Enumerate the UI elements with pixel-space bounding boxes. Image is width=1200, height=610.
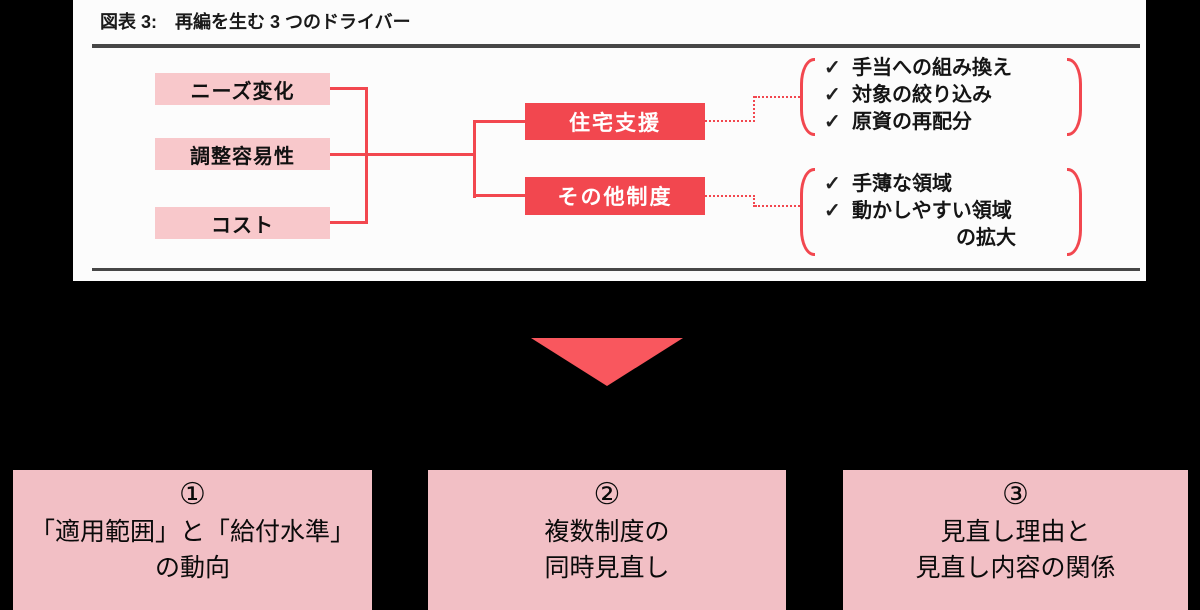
figure-title: 図表 3: 再編を生む 3 つのドライバー <box>100 12 411 32</box>
dotted-connector <box>755 205 800 207</box>
checklist-housing-support: ✓ 手当への組み換え ✓ 対象の絞り込み ✓ 原資の再配分 <box>800 55 1082 139</box>
check-icon: ✓ <box>824 173 841 195</box>
branch-label: 住宅支援 <box>569 111 661 135</box>
down-arrow-icon <box>531 338 683 386</box>
conclusion-text: 「適用範囲」と「給付水準」 <box>29 518 355 546</box>
checklist-item-label: 動かしやすい領域 <box>852 200 1012 222</box>
conclusion-text: 見直し内容の関係 <box>915 554 1116 582</box>
checklist-item: ✓ 原資の再配分 <box>824 109 1062 136</box>
conclusion-box-3: ③ 見直し理由と 見直し内容の関係 <box>843 470 1188 610</box>
connector-line <box>473 120 527 123</box>
check-icon: ✓ <box>824 57 841 79</box>
check-icon: ✓ <box>824 200 841 222</box>
conclusion-text: の動向 <box>154 554 230 582</box>
conclusion-text: 見直し理由と <box>940 518 1091 546</box>
conclusion-number: ② <box>593 478 621 511</box>
driver-box-cost: コスト <box>155 207 330 239</box>
checklist-item: ✓ 対象の絞り込み <box>824 82 1062 109</box>
check-icon: ✓ <box>824 111 841 133</box>
check-icon: ✓ <box>824 84 841 106</box>
driver-label: ニーズ変化 <box>190 80 295 103</box>
checklist-item-label: 手薄な領域 <box>852 173 952 195</box>
conclusion-text: 同時見直し <box>544 554 670 582</box>
right-bracket <box>1067 168 1082 256</box>
connector-line <box>473 194 527 197</box>
checklist-item-label: 対象の絞り込み <box>852 84 992 106</box>
connector-line <box>330 87 368 90</box>
conclusion-number: ① <box>179 478 206 511</box>
driver-label: 調整容易性 <box>190 145 295 168</box>
dotted-connector <box>755 96 800 98</box>
conclusion-number: ③ <box>1002 478 1029 511</box>
right-bracket <box>1067 58 1082 136</box>
dotted-connector <box>753 96 755 122</box>
checklist-item: ✓ 手当への組み換え <box>824 55 1062 82</box>
branch-box-other-systems: その他制度 <box>525 177 705 215</box>
checklist-item-label: 手当への組み換え <box>852 57 1012 79</box>
driver-box-adjustability: 調整容易性 <box>155 138 330 170</box>
checklist-item-label: 原資の再配分 <box>852 111 972 133</box>
figure-panel: 図表 3: 再編を生む 3 つのドライバー ニーズ変化 調整容易性 コスト 住宅… <box>73 0 1146 281</box>
conclusion-box-1: ① 「適用範囲」と「給付水準」 の動向 <box>13 470 372 610</box>
checklist-item: ✓ 動かしやすい領域 <box>824 198 1062 225</box>
dotted-connector <box>705 120 755 122</box>
connector-line <box>330 153 476 156</box>
connector-line <box>330 221 368 224</box>
connector-line <box>365 87 368 224</box>
driver-box-needs-change: ニーズ変化 <box>155 73 330 105</box>
dotted-connector <box>705 195 755 197</box>
left-bracket <box>800 168 815 256</box>
branch-label: その他制度 <box>557 186 673 209</box>
title-rule <box>92 44 1140 48</box>
branch-box-housing-support: 住宅支援 <box>525 103 705 140</box>
conclusion-text: 複数制度の <box>544 518 670 546</box>
left-bracket <box>800 58 815 136</box>
driver-label: コスト <box>211 214 274 237</box>
checklist-continuation: の拡大 <box>956 227 1016 249</box>
checklist-other-systems: ✓ 手薄な領域 ✓ 動かしやすい領域 の拡大 <box>800 166 1082 258</box>
checklist-item: ✓ 手薄な領域 <box>824 171 1062 198</box>
connector-line <box>473 120 476 198</box>
dotted-connector <box>753 195 755 207</box>
conclusion-box-2: ② 複数制度の 同時見直し <box>428 470 786 610</box>
bottom-rule <box>92 268 1140 271</box>
